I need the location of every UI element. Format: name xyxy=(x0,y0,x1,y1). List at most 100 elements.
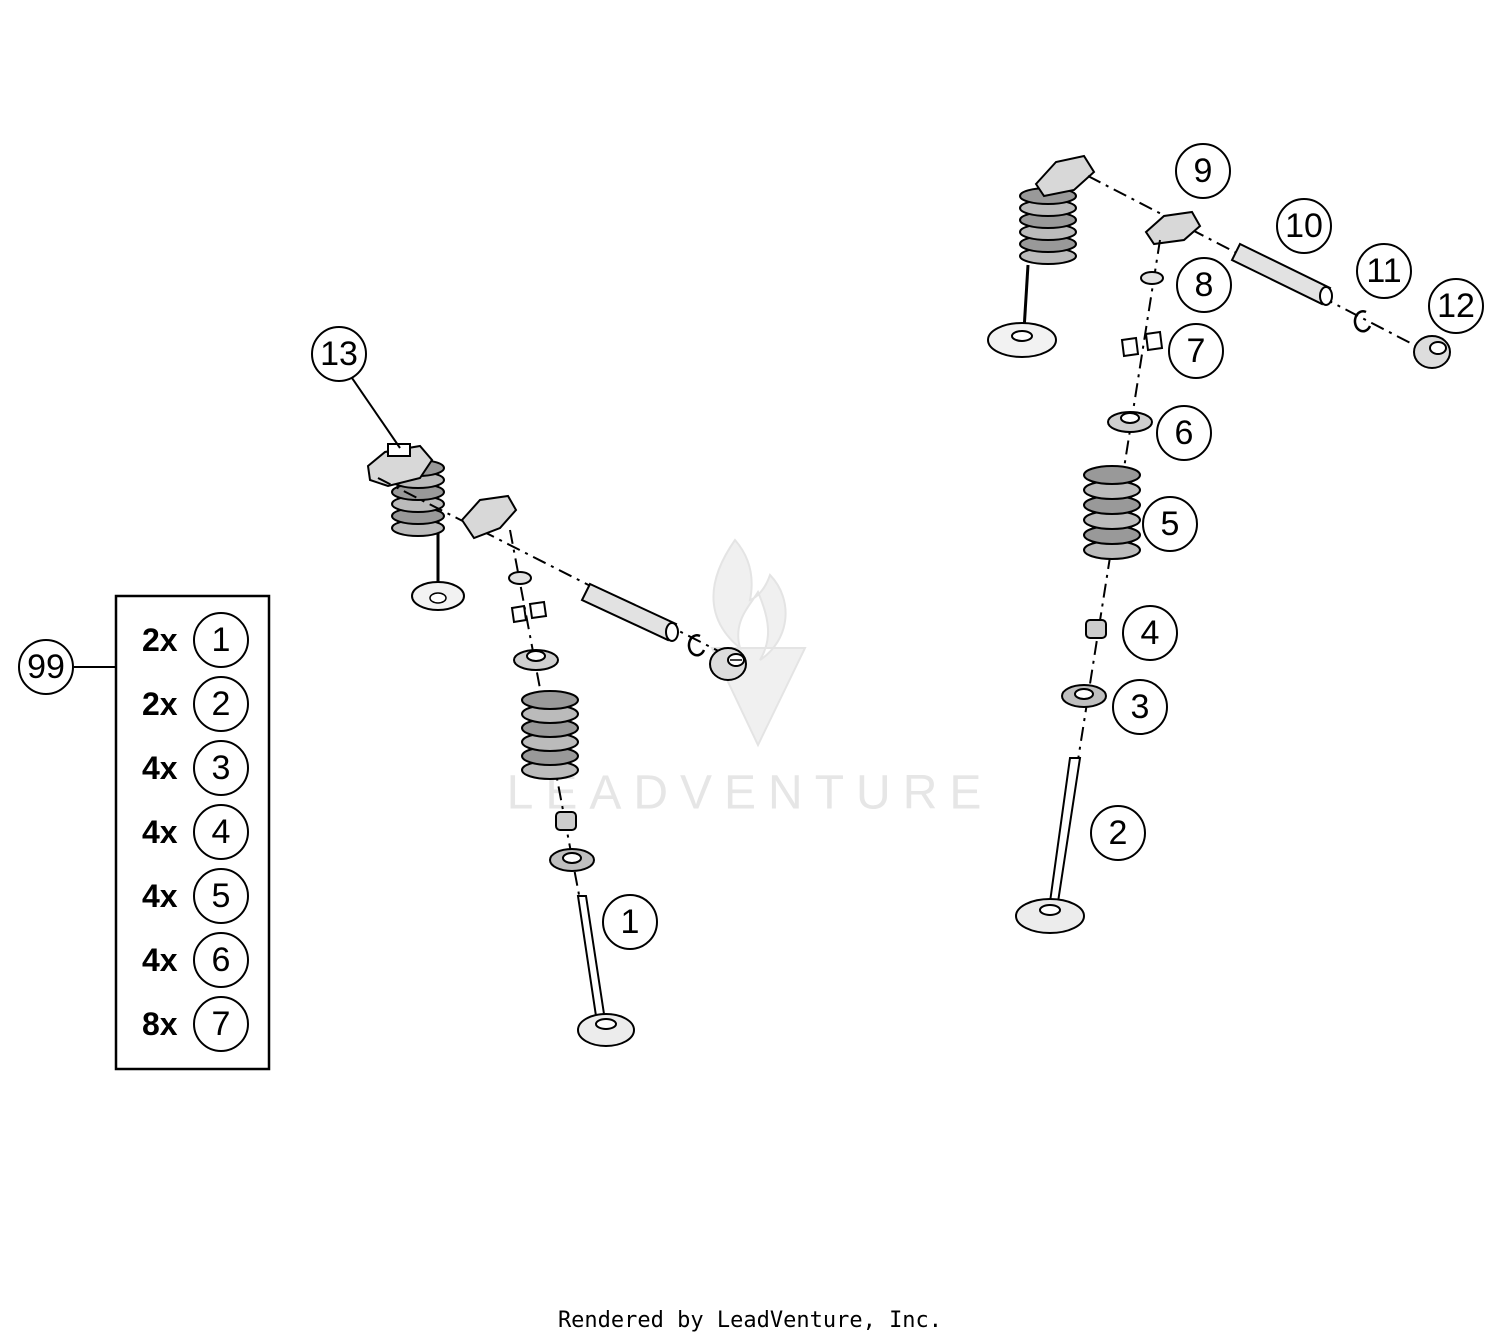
callout-label: 10 xyxy=(1285,207,1323,245)
right-shaft-plug xyxy=(1413,335,1451,369)
left-front-rocker-arm xyxy=(460,494,518,540)
left-rear-rocker-arm xyxy=(366,443,434,488)
callout-circle xyxy=(311,326,367,382)
callout-label: 2 xyxy=(1109,814,1128,852)
right-spring-seat xyxy=(1061,684,1107,708)
right-valve-stem-seal xyxy=(1085,619,1107,639)
callout-label: 13 xyxy=(320,335,358,373)
callout-label: 7 xyxy=(1187,332,1206,370)
right-rocker-shaft xyxy=(1230,242,1333,306)
kit-item-qty: 4x xyxy=(142,942,178,978)
callout-label: 8 xyxy=(1195,266,1214,304)
left-spring-seat xyxy=(549,848,595,872)
callout-circle xyxy=(1168,323,1224,379)
kit-item-circle xyxy=(193,740,249,796)
callout-7: 7 xyxy=(1168,323,1224,379)
callout-label: 9 xyxy=(1194,152,1213,190)
callout-label: 4 xyxy=(1141,614,1160,652)
footer-credit: Rendered by LeadVenture, Inc. xyxy=(557,1308,943,1333)
callout-4: 4 xyxy=(1122,605,1178,661)
callout-label: 12 xyxy=(1437,287,1475,325)
kit-item-part: 2 xyxy=(212,685,231,723)
kit-item: 2x 1 xyxy=(142,612,249,668)
callout-5: 5 xyxy=(1142,496,1198,552)
kit-item-qty: 2x xyxy=(142,622,178,658)
callout-11: 11 xyxy=(1356,243,1412,299)
watermark-text: LEADVENTURE xyxy=(507,767,994,820)
callout-12: 12 xyxy=(1428,278,1484,334)
right-circlip xyxy=(1353,310,1372,333)
left-valve-spring xyxy=(521,690,579,780)
kit-item-part: 6 xyxy=(212,941,231,979)
callout-2: 2 xyxy=(1090,805,1146,861)
right-rear-rocker-arm xyxy=(1034,154,1096,198)
left-exhaust-valve xyxy=(576,895,635,1047)
kit-item: 2x 2 xyxy=(142,676,249,732)
callout-3: 3 xyxy=(1112,679,1168,735)
kit-item-qty: 4x xyxy=(142,750,178,786)
callout-label: 11 xyxy=(1366,252,1401,290)
callout-10: 10 xyxy=(1276,198,1332,254)
right-rear-spring xyxy=(1019,187,1077,265)
kit-item-circle xyxy=(193,804,249,860)
right-intake-valve xyxy=(1015,757,1085,934)
right-valve-shim xyxy=(1140,271,1164,285)
kit-item-part: 1 xyxy=(212,621,231,659)
watermark: LEADVENTURE xyxy=(507,538,994,820)
left-circlip xyxy=(687,634,706,657)
kit-item: 4x 5 xyxy=(142,868,249,924)
callout-8: 8 xyxy=(1176,257,1232,313)
right-spring-retainer xyxy=(1107,411,1153,433)
kit-item-qty: 4x xyxy=(142,814,178,850)
callout-6: 6 xyxy=(1156,405,1212,461)
kit-box: 99 xyxy=(18,594,271,1071)
left-valve-shim xyxy=(508,571,532,585)
kit-item-circle xyxy=(193,868,249,924)
kit-item-part: 4 xyxy=(212,813,231,851)
kit-item: 4x 4 xyxy=(142,804,249,860)
callout-circle xyxy=(1356,243,1412,299)
left-rocker-shaft xyxy=(580,582,679,642)
callout-label: 3 xyxy=(1131,688,1150,726)
kit-item-part: 5 xyxy=(212,877,231,915)
kit-item-circle xyxy=(193,676,249,732)
right-valve-keepers xyxy=(1120,330,1164,358)
callout-circle xyxy=(1428,278,1484,334)
kit-callout-label: 99 xyxy=(27,648,65,686)
callout-circle xyxy=(1090,805,1146,861)
kit-item-circle xyxy=(193,612,249,668)
kit-item-qty: 2x xyxy=(142,686,178,722)
right-front-rocker-arm xyxy=(1144,210,1202,246)
kit-item-circle xyxy=(193,932,249,988)
watermark-flame-logo xyxy=(710,538,807,748)
callout-circle xyxy=(1175,143,1231,199)
callout-circle xyxy=(602,894,658,950)
kit-item-qty: 4x xyxy=(142,878,178,914)
right-rear-valve xyxy=(987,264,1057,358)
kit-item-part: 7 xyxy=(212,1005,231,1043)
kit-item-circle xyxy=(193,996,249,1052)
callout-label: 5 xyxy=(1161,505,1180,543)
callout-9: 9 xyxy=(1175,143,1231,199)
callout-circle xyxy=(1122,605,1178,661)
callout-circle xyxy=(1276,198,1332,254)
left-shaft-plug xyxy=(709,647,747,681)
callout-circle xyxy=(1176,257,1232,313)
callout-circle xyxy=(1142,496,1198,552)
kit-item: 4x 6 xyxy=(142,932,249,988)
callout-label: 1 xyxy=(621,903,640,941)
exploded-parts-diagram: LEADVENTURE xyxy=(18,143,1484,1071)
left-valve-keepers xyxy=(510,600,548,624)
kit-item-part: 3 xyxy=(212,749,231,787)
kit-item: 4x 3 xyxy=(142,740,249,796)
callout-13: 13 xyxy=(311,326,367,382)
callout-circle xyxy=(1156,405,1212,461)
left-spring-retainer xyxy=(513,649,559,671)
callout-circle xyxy=(1112,679,1168,735)
left-valve-stem-seal xyxy=(555,811,577,831)
left-valve-assembly xyxy=(351,377,747,1047)
